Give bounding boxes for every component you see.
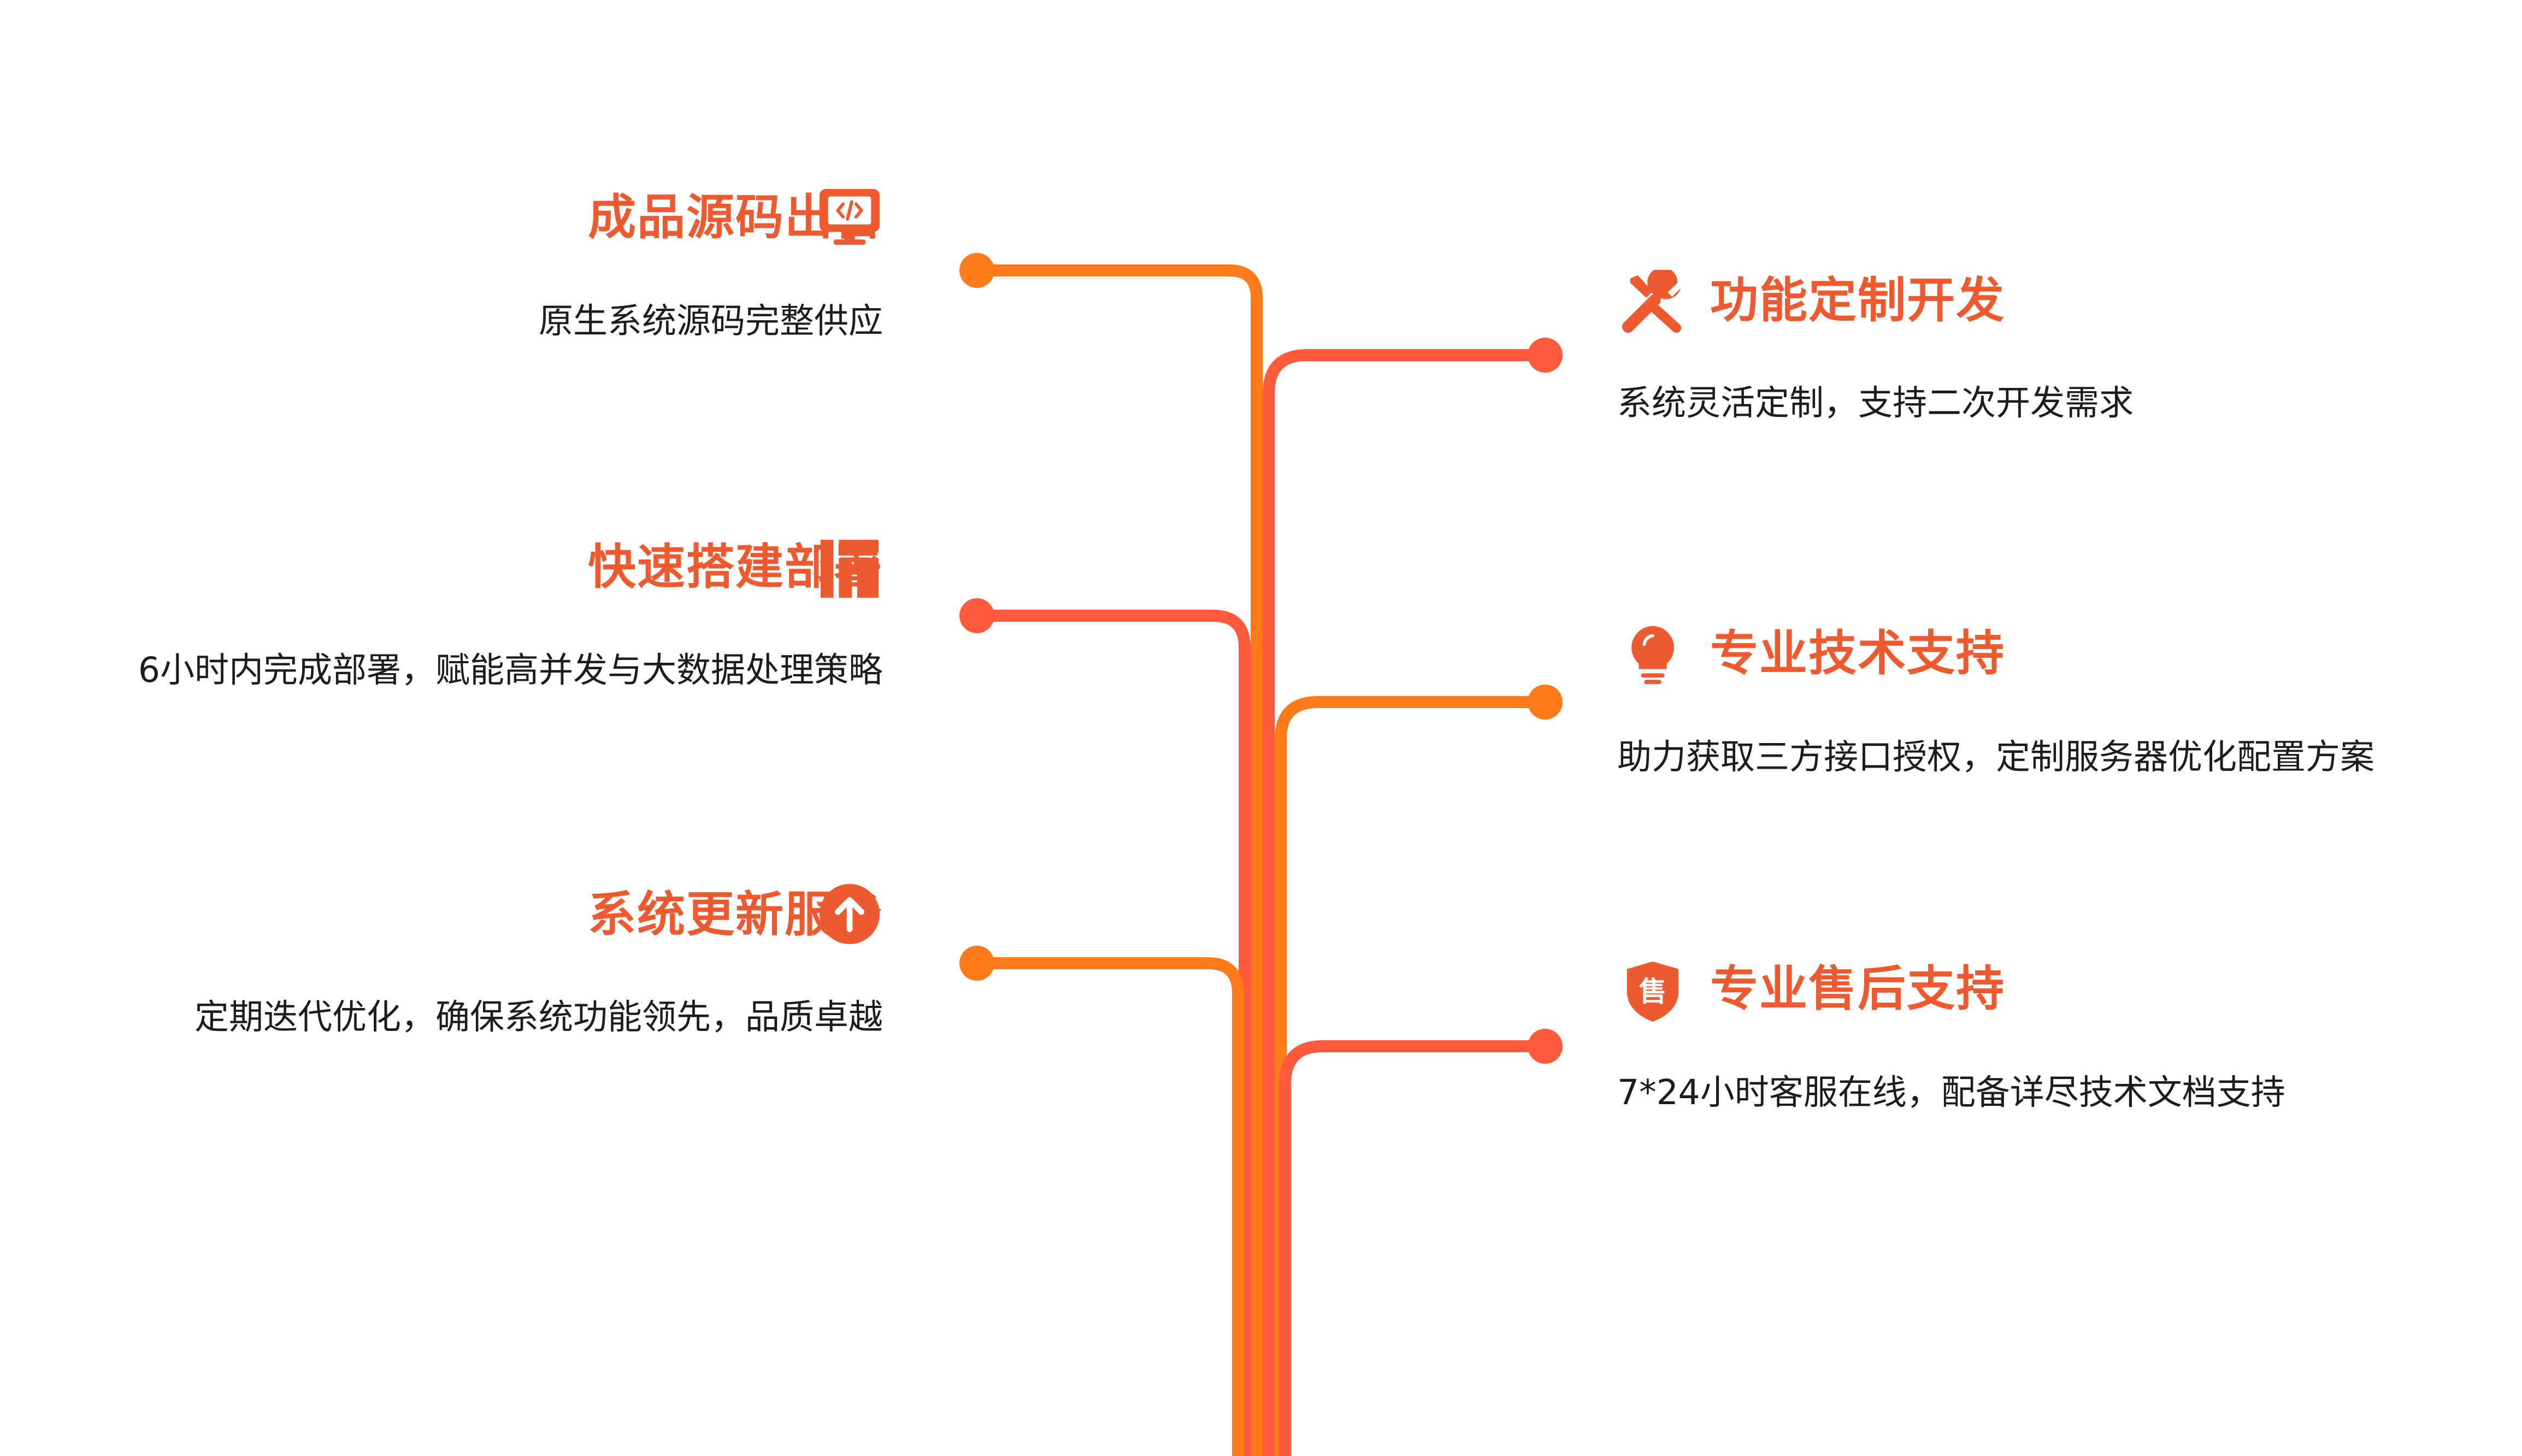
shield-badge-icon: 售 [1621,959,1685,1024]
shield-glyph: 售 [1639,976,1666,1009]
right-item-1-desc: 系统灵活定制，支持二次开发需求 [1617,383,2134,423]
branch-dot [959,253,994,288]
left-item-3-desc: 定期迭代优化，确保系统功能领先，品质卓越 [195,997,883,1037]
branch-dot [959,946,994,981]
right-item-2-title: 专业技术支持 [1710,625,2006,681]
left-item-1-desc: 原生系统源码完整供应 [539,301,883,341]
right-item-1-title: 功能定制开发 [1710,272,2006,328]
lightbulb-icon [1621,623,1685,687]
monitor-code-icon [817,185,882,249]
layout-grid-icon [817,537,882,601]
trunk-right-branch-1 [1263,349,1545,1456]
trunk-right-branch-3 [1279,1040,1545,1456]
trunk-left-branch-3 [977,957,1244,1456]
branch-dot [1528,685,1563,720]
tools-icon [1621,270,1685,334]
right-item-3-title: 专业售后支持 [1710,960,2006,1017]
branch-dot [1528,338,1563,373]
branch-dot [959,598,994,633]
arrow-up-circle-icon [817,882,882,946]
right-item-2-desc: 助力获取三方接口授权，定制服务器优化配置方案 [1617,737,2374,777]
trunk-left-branch-2 [977,610,1251,1456]
left-item-2-desc: 6小时内完成部署，赋能高并发与大数据处理策略 [138,650,883,690]
trunk-left-branch-1 [977,264,1263,1456]
trunk-right-branch-2 [1275,696,1545,1456]
right-item-3-desc: 7*24小时客服在线，配备详尽技术文档支持 [1617,1072,2285,1112]
branch-dot [1528,1029,1563,1064]
